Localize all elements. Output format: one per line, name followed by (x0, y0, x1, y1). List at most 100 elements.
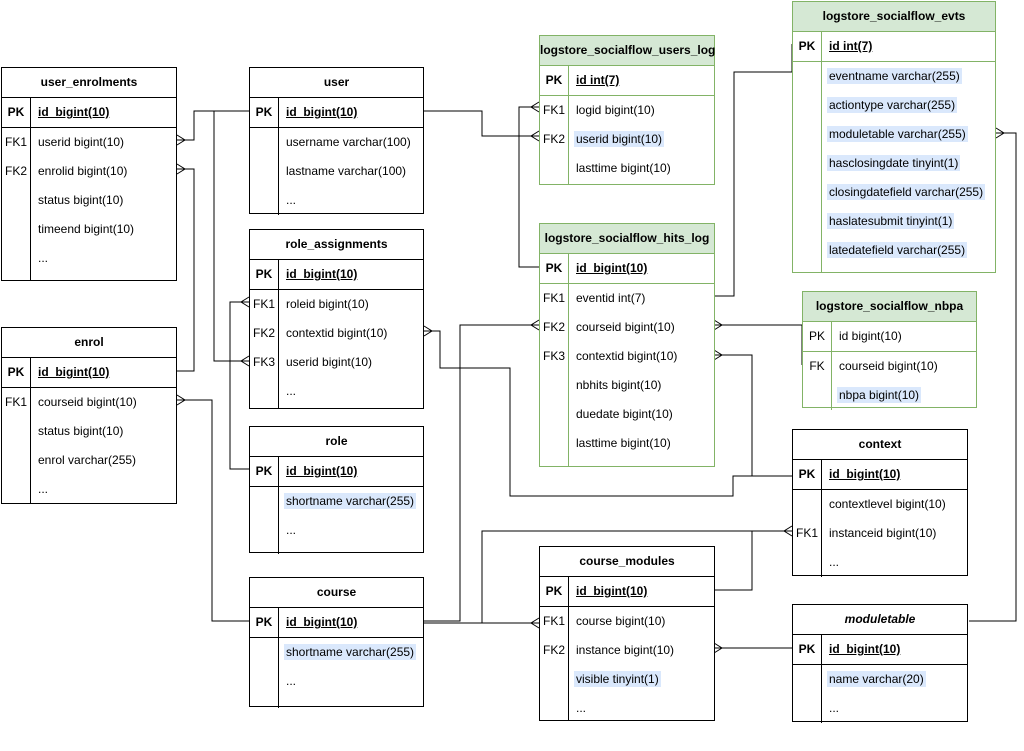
field-name: visible tinyint(1) (574, 671, 661, 687)
table-title: user (250, 68, 423, 98)
table-user[interactable]: user PK id_bigint(10) username varchar(1… (249, 67, 424, 215)
key-label (250, 516, 278, 545)
field-name: contextid bigint(10) (576, 349, 678, 363)
field-name: eventname varchar(255) (827, 68, 962, 84)
field-row: closingdatefield varchar(255) (793, 178, 995, 207)
crowfoot-icon (713, 349, 723, 361)
crowfoot-icon (783, 525, 793, 537)
key-label (2, 475, 30, 504)
table-context[interactable]: context PK id_bigint(10) contextlevel bi… (792, 429, 968, 577)
field-row: ... (793, 548, 967, 577)
pk-row: PK id_bigint(10) (2, 358, 176, 388)
key-label (2, 244, 30, 273)
field-name: username varchar(100) (286, 135, 411, 149)
table-role-assignments[interactable]: role_assignments PK id_bigint(10) FK1 rol… (249, 229, 424, 409)
pk-row: PK id_bigint(10) (250, 260, 423, 290)
field-name: courseid bigint(10) (576, 320, 675, 334)
field-name: contextlevel bigint(10) (829, 497, 946, 511)
field-name: id_bigint(10) (576, 584, 648, 598)
field-row: ... (250, 377, 423, 406)
field-name: ... (38, 482, 49, 496)
key-label: FK1 (252, 297, 275, 311)
pk-row: PK id_bigint(10) (250, 98, 423, 128)
field-row: status bigint(10) (2, 417, 176, 446)
field-name: id int(7) (576, 73, 620, 87)
crowfoot-icon (176, 134, 186, 146)
field-name: id int(7) (829, 39, 873, 53)
key-label (803, 381, 831, 410)
key-label: PK (545, 261, 563, 275)
rel-userenrol-enrol (177, 168, 195, 372)
field-name: userid bigint(10) (38, 135, 125, 149)
pk-row: PK id_bigint(10) (793, 460, 967, 490)
key-label (793, 694, 821, 723)
key-label: FK2 (4, 164, 27, 178)
rel-userenrol-user (177, 110, 249, 141)
field-row: nbpa bigint(10) (803, 381, 976, 410)
key-label (793, 236, 821, 265)
field-row: visible tinyint(1) (540, 665, 714, 694)
crowfoot-icon (530, 101, 540, 113)
table-users-log[interactable]: logstore_socialflow_users_log PK id int(… (539, 35, 715, 185)
table-nbpa[interactable]: logstore_socialflow_nbpa PK id bigint(10… (802, 291, 977, 410)
key-label: FK1 (4, 395, 27, 409)
table-moduletable[interactable]: moduletable PK id_bigint(10) name varcha… (792, 604, 968, 723)
field-name: id bigint(10) (839, 329, 902, 343)
field-list: name varchar(20) ... (793, 665, 967, 723)
field-name: hasclosingdate tinyint(1) (827, 155, 961, 171)
field-name: lasttime bigint(10) (576, 436, 671, 450)
key-label (250, 157, 278, 186)
field-row: moduletable varchar(255) (793, 120, 995, 149)
field-name: roleid bigint(10) (286, 297, 369, 311)
key-label (793, 490, 821, 519)
crowfoot-icon (530, 319, 540, 331)
table-role[interactable]: role PK id_bigint(10) shortname varchar(… (249, 426, 424, 554)
key-label (793, 149, 821, 178)
field-row: FK1 eventid int(7) (540, 284, 714, 313)
field-row: ... (2, 244, 176, 273)
key-label: PK (255, 615, 273, 629)
field-name: lasttime bigint(10) (576, 161, 671, 175)
field-row: haslatesubmit tinyint(1) (793, 207, 995, 236)
field-name: eventid int(7) (576, 291, 646, 305)
table-title: role (250, 427, 423, 457)
key-label: PK (7, 365, 25, 379)
pk-row: PK id_bigint(10) (540, 577, 714, 607)
table-hits-log[interactable]: logstore_socialflow_hits_log PK id_bigin… (539, 223, 715, 467)
key-label: PK (7, 105, 25, 119)
crowfoot-icon (530, 617, 540, 629)
key-label: FK (809, 359, 825, 373)
table-title: role_assignments (250, 230, 423, 260)
key-label: PK (545, 584, 563, 598)
key-label (793, 207, 821, 236)
field-name: id_bigint(10) (38, 365, 110, 379)
crowfoot-icon (530, 130, 540, 142)
field-name: duedate bigint(10) (576, 407, 673, 421)
field-row: ... (250, 186, 423, 215)
table-title: logstore_socialflow_evts (793, 2, 995, 32)
rel-roleassign-role (229, 301, 249, 470)
field-name: id_bigint(10) (286, 105, 358, 119)
table-course[interactable]: course PK id_bigint(10) shortname varcha… (249, 577, 424, 708)
field-name: ... (286, 674, 297, 688)
rel-roleassign-user (213, 110, 249, 362)
table-title: moduletable (793, 605, 967, 635)
crowfoot-icon (423, 325, 433, 337)
table-evts[interactable]: logstore_socialflow_evts PK id int(7) ev… (792, 1, 996, 273)
field-row: lastname varchar(100) (250, 157, 423, 186)
field-name: ... (286, 193, 297, 207)
key-label: FK1 (542, 291, 565, 305)
